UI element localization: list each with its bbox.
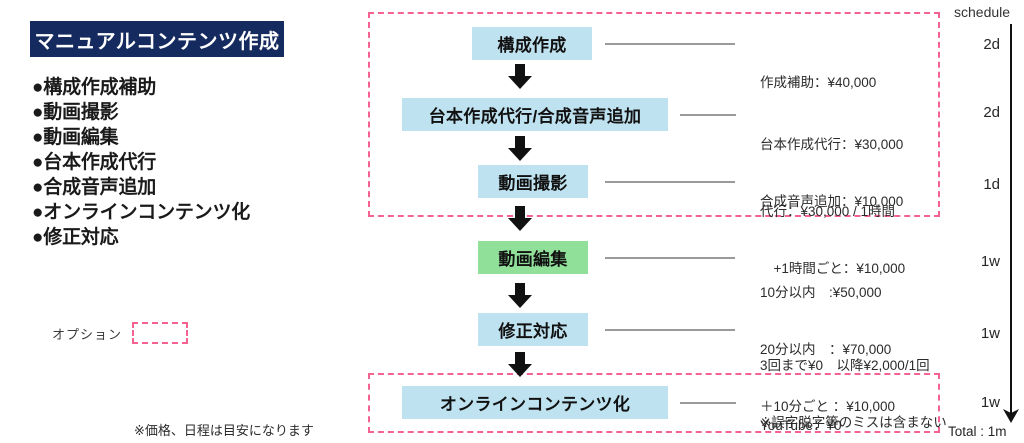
connector-line-1: [605, 43, 735, 45]
left-panel: マニュアルコンテンツ作成 ●構成作成補助 ●動画撮影 ●動画編集 ●台本作成代行…: [0, 0, 360, 443]
price-line: 3回まで¥0 以降¥2,000/1回: [760, 358, 930, 373]
option-legend: オプション: [52, 322, 189, 344]
price-line: ＋10分ごと ：¥10,000: [760, 399, 896, 414]
schedule-column: schedule 2d 2d 1d 1w 1w 1w Total : 1m: [948, 0, 1024, 443]
connector-line-4: [605, 257, 735, 259]
option-legend-swatch: [132, 322, 189, 344]
price-line: 台本作成代行：¥30,000: [760, 137, 904, 152]
flow-step-box-5[interactable]: 修正対応: [478, 313, 588, 346]
schedule-tick-5: 1w: [980, 325, 1000, 342]
price-line: ※誤字脱字等のミスは含まない: [760, 415, 947, 430]
connector-line-5: [605, 329, 735, 331]
flow-step-box-4[interactable]: 動画編集: [478, 241, 588, 274]
flow-row-2: 台本作成代行/合成音声追加 台本作成代行：¥30,000 合成音声追加：¥10,…: [368, 98, 948, 209]
down-arrow-icon-5: [508, 352, 532, 377]
down-arrow-icon-2: [508, 136, 532, 161]
connector-line-6: [680, 402, 736, 404]
down-arrow-icon-1: [508, 64, 532, 89]
schedule-tick-3: 1d: [983, 176, 1000, 193]
flow-row-6: オンラインコンテンツ化 YouTube：¥0 Vimeo ：¥1,000 Web…: [368, 386, 948, 433]
schedule-total: Total : 1m: [948, 424, 1007, 439]
price-block-4: 10分以内 :¥50,000 20分以内 ：¥70,000 ＋10分ごと ：¥1…: [760, 245, 895, 443]
schedule-tick-1: 2d: [983, 36, 1000, 53]
arrow-down-icon-axis: [1003, 409, 1019, 423]
price-line: 代行：¥30,000 / 1時間: [760, 204, 896, 219]
list-item: ●動画撮影: [32, 102, 119, 123]
footnote: ※価格、日程は目安になります: [134, 423, 314, 438]
page-title: マニュアルコンテンツ作成: [30, 21, 284, 57]
schedule-axis-line: [1010, 24, 1012, 417]
flow-step-box-1[interactable]: 構成作成: [472, 27, 592, 60]
price-line: 20分以内 ：¥70,000: [760, 342, 892, 357]
schedule-tick-6: 1w: [980, 394, 1000, 411]
list-item: ●合成音声追加: [32, 177, 157, 198]
list-item: ●台本作成代行: [32, 152, 157, 173]
schedule-tick-4: 1w: [980, 253, 1000, 270]
service-list: ●構成作成補助 ●動画撮影 ●動画編集 ●台本作成代行 ●合成音声追加 ●オンラ…: [32, 75, 332, 250]
schedule-tick-2: 2d: [983, 104, 1000, 121]
connector-line-3: [605, 181, 735, 183]
flow-row-1: 構成作成 作成補助：¥40,000: [368, 27, 948, 90]
schedule-title: schedule: [954, 4, 1011, 20]
price-line: YouTube：¥0: [760, 418, 842, 433]
price-line: 作成補助：¥40,000: [760, 75, 877, 90]
price-block-6: YouTube：¥0 Vimeo ：¥1,000 Webページ：¥30,000: [760, 378, 890, 443]
flow-step-box-2[interactable]: 台本作成代行/合成音声追加: [402, 98, 668, 131]
price-block-2: 台本作成代行：¥30,000 合成音声追加：¥10,000: [760, 97, 903, 249]
flow-row-4: 動画編集 10分以内 :¥50,000 20分以内 ：¥70,000 ＋10分ご…: [368, 241, 948, 414]
price-block-5: 3回まで¥0 以降¥2,000/1回 ※誤字脱字等のミスは含まない: [760, 318, 947, 443]
connector-line-2: [680, 114, 736, 116]
flow-step-box-6[interactable]: オンラインコンテンツ化: [402, 386, 668, 419]
flow-row-5: 修正対応 3回まで¥0 以降¥2,000/1回 ※誤字脱字等のミスは含まない: [368, 313, 948, 430]
option-legend-label: オプション: [52, 326, 123, 342]
list-item: ●構成作成補助: [32, 77, 157, 98]
price-line: +1時間ごと：¥10,000: [760, 261, 906, 276]
price-block-3: 代行：¥30,000 / 1時間 +1時間ごと：¥10,000: [760, 164, 905, 316]
list-item: ●動画編集: [32, 127, 119, 148]
list-item: ●修正対応: [32, 227, 119, 248]
flow-row-3: 動画撮影 代行：¥30,000 / 1時間 +1時間ごと：¥10,000: [368, 165, 948, 276]
price-line: 合成音声追加：¥10,000: [760, 194, 904, 209]
down-arrow-icon-4: [508, 283, 532, 308]
flow-step-box-3[interactable]: 動画撮影: [478, 165, 588, 198]
price-block-1: 作成補助：¥40,000: [760, 35, 876, 130]
down-arrow-icon-3: [508, 206, 532, 231]
price-line: 10分以内 :¥50,000: [760, 285, 882, 300]
list-item: ●オンラインコンテンツ化: [32, 202, 251, 223]
